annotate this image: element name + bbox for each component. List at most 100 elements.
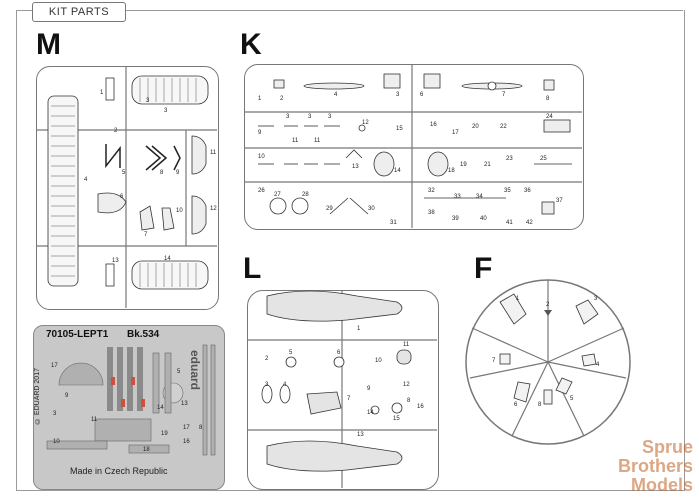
- svg-text:20: 20: [472, 124, 479, 130]
- svg-text:3: 3: [328, 114, 332, 120]
- watermark-line-2: Brothers: [617, 456, 693, 476]
- svg-text:37: 37: [556, 198, 563, 204]
- svg-text:6: 6: [120, 194, 124, 200]
- svg-text:26: 26: [258, 188, 265, 194]
- svg-text:15: 15: [393, 416, 400, 422]
- svg-text:10: 10: [375, 358, 382, 364]
- svg-text:6: 6: [337, 350, 341, 356]
- svg-text:41: 41: [506, 220, 513, 226]
- svg-text:11: 11: [403, 342, 410, 348]
- svg-text:39: 39: [452, 216, 459, 222]
- svg-text:4: 4: [596, 362, 600, 368]
- svg-text:5: 5: [177, 369, 181, 375]
- svg-text:24: 24: [546, 114, 553, 120]
- svg-text:13: 13: [112, 258, 119, 264]
- svg-text:34: 34: [476, 194, 483, 200]
- frame-top-right: [124, 10, 683, 11]
- svg-text:16: 16: [430, 122, 437, 128]
- photo-etch-model: Bk.534: [127, 329, 160, 340]
- kit-parts-tag: KIT PARTS: [32, 2, 126, 22]
- svg-text:30: 30: [368, 206, 375, 212]
- svg-text:8: 8: [407, 398, 411, 404]
- watermark-line-1: Sprue: [641, 437, 693, 457]
- svg-text:4: 4: [283, 382, 287, 388]
- svg-text:5: 5: [122, 170, 126, 176]
- frame-border: [16, 10, 685, 491]
- watermark-line-3: Models: [630, 475, 693, 495]
- svg-text:17: 17: [452, 130, 459, 136]
- svg-text:3: 3: [53, 411, 57, 417]
- svg-text:12: 12: [403, 382, 410, 388]
- svg-text:3: 3: [146, 98, 150, 104]
- svg-text:1: 1: [516, 296, 520, 302]
- svg-text:27: 27: [274, 192, 281, 198]
- svg-text:12: 12: [362, 120, 369, 126]
- sprue-letter-f: F: [474, 252, 493, 285]
- svg-text:16: 16: [417, 404, 424, 410]
- sprue-letter-k: K: [240, 28, 262, 61]
- svg-text:8: 8: [546, 96, 550, 102]
- svg-text:22: 22: [500, 124, 507, 130]
- svg-text:29: 29: [326, 206, 333, 212]
- svg-text:28: 28: [302, 192, 309, 198]
- svg-text:11: 11: [91, 417, 98, 423]
- svg-text:3: 3: [594, 296, 598, 302]
- sprue-f-drawing: 123 456 78: [465, 279, 631, 445]
- svg-text:19: 19: [460, 162, 467, 168]
- svg-text:14: 14: [164, 256, 171, 262]
- svg-text:14: 14: [394, 168, 401, 174]
- svg-text:3: 3: [286, 114, 290, 120]
- svg-text:11: 11: [210, 150, 217, 156]
- svg-text:13: 13: [352, 164, 359, 170]
- svg-text:35: 35: [504, 188, 511, 194]
- svg-text:8: 8: [199, 425, 203, 431]
- svg-text:1: 1: [357, 326, 361, 332]
- svg-text:38: 38: [428, 210, 435, 216]
- svg-text:33: 33: [454, 194, 461, 200]
- frame-top-left: [16, 10, 32, 11]
- svg-text:13: 13: [181, 401, 188, 407]
- svg-text:10: 10: [258, 154, 265, 160]
- svg-text:3: 3: [164, 108, 168, 114]
- svg-text:16: 16: [183, 439, 190, 445]
- svg-text:23: 23: [506, 156, 513, 162]
- svg-text:10: 10: [176, 208, 183, 214]
- svg-text:4: 4: [84, 177, 88, 183]
- svg-text:9: 9: [367, 386, 371, 392]
- svg-text:42: 42: [526, 220, 533, 226]
- svg-text:8: 8: [538, 402, 542, 408]
- svg-text:9: 9: [65, 393, 69, 399]
- photo-etch-code: 70105-LEPT1: [46, 329, 109, 340]
- svg-text:36: 36: [524, 188, 531, 194]
- svg-text:40: 40: [480, 216, 487, 222]
- svg-text:11: 11: [314, 138, 321, 144]
- svg-text:31: 31: [390, 220, 397, 226]
- svg-text:15: 15: [396, 126, 403, 132]
- svg-text:9: 9: [258, 130, 262, 136]
- sprue-letter-m: M: [36, 28, 61, 61]
- svg-text:14: 14: [157, 405, 164, 411]
- svg-text:7: 7: [502, 92, 506, 98]
- svg-text:2: 2: [114, 128, 118, 134]
- svg-text:3: 3: [265, 382, 269, 388]
- svg-text:11: 11: [292, 138, 299, 144]
- svg-text:9: 9: [176, 170, 180, 176]
- sprue-letter-l: L: [243, 252, 262, 285]
- photo-etch-made-in: Made in Czech Republic: [70, 466, 168, 476]
- svg-text:10: 10: [53, 439, 60, 445]
- svg-text:1: 1: [258, 96, 262, 102]
- svg-text:2: 2: [265, 356, 269, 362]
- svg-text:7: 7: [492, 358, 496, 364]
- photo-etch-brand: eduard: [188, 350, 202, 391]
- svg-text:5: 5: [570, 396, 574, 402]
- svg-text:21: 21: [484, 162, 491, 168]
- svg-text:32: 32: [428, 188, 435, 194]
- svg-text:13: 13: [357, 432, 364, 438]
- svg-text:6: 6: [514, 402, 518, 408]
- svg-text:17: 17: [51, 363, 58, 369]
- svg-text:19: 19: [161, 431, 168, 437]
- watermark: Sprue Brothers Models: [618, 438, 693, 495]
- svg-text:18: 18: [143, 447, 150, 453]
